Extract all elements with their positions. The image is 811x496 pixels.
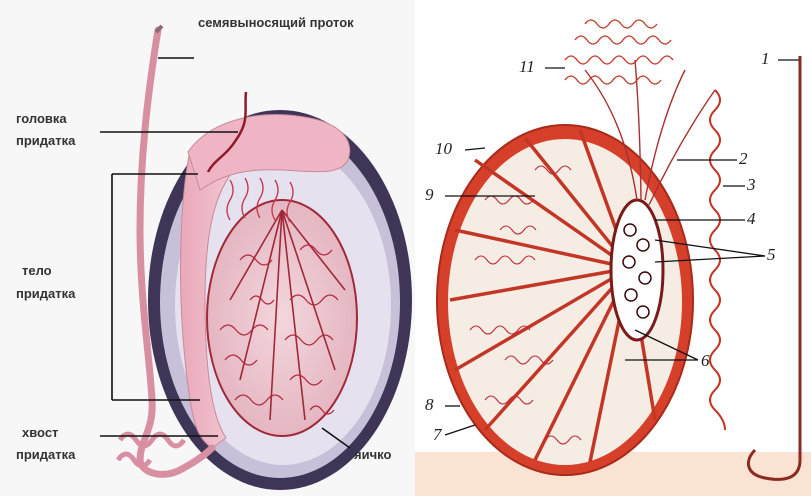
left-diagram-panel: семявыносящий проток головка придатка те… bbox=[0, 0, 415, 496]
epididymis-duct bbox=[710, 90, 725, 430]
label-body-line1: тело bbox=[22, 262, 52, 280]
number-label-10: 10 bbox=[435, 140, 452, 158]
number-label-8: 8 bbox=[425, 396, 434, 414]
number-label-4: 4 bbox=[747, 210, 756, 228]
number-label-11: 11 bbox=[519, 58, 535, 76]
label-tail-line1: хвост bbox=[22, 424, 58, 442]
label-testis: яичко bbox=[354, 446, 391, 464]
label-vas-deferens: семявыносящий проток bbox=[198, 14, 354, 32]
vas-deferens-line bbox=[748, 56, 800, 479]
label-body-line2: придатка bbox=[16, 285, 75, 303]
label-tail-line2: придатка bbox=[16, 446, 75, 464]
testis-section-illustration bbox=[415, 0, 811, 496]
number-label-5: 5 bbox=[767, 246, 776, 264]
number-label-6: 6 bbox=[701, 352, 710, 370]
number-label-3: 3 bbox=[747, 176, 756, 194]
label-head-line1: головка bbox=[16, 110, 67, 128]
number-label-2: 2 bbox=[739, 150, 748, 168]
rete-testis bbox=[611, 200, 663, 340]
number-label-1: 1 bbox=[761, 50, 770, 68]
testis-body bbox=[207, 200, 357, 436]
epididymis-tail-coils bbox=[118, 434, 184, 466]
number-label-9: 9 bbox=[425, 186, 434, 204]
testis-epididymis-illustration bbox=[0, 0, 415, 496]
number-label-7: 7 bbox=[433, 426, 442, 444]
right-diagram-panel: 1 2 3 4 5 6 7 8 9 10 11 bbox=[415, 0, 811, 496]
label-head-line2: придатка bbox=[16, 132, 75, 150]
epididymis-head-loops bbox=[565, 20, 673, 84]
